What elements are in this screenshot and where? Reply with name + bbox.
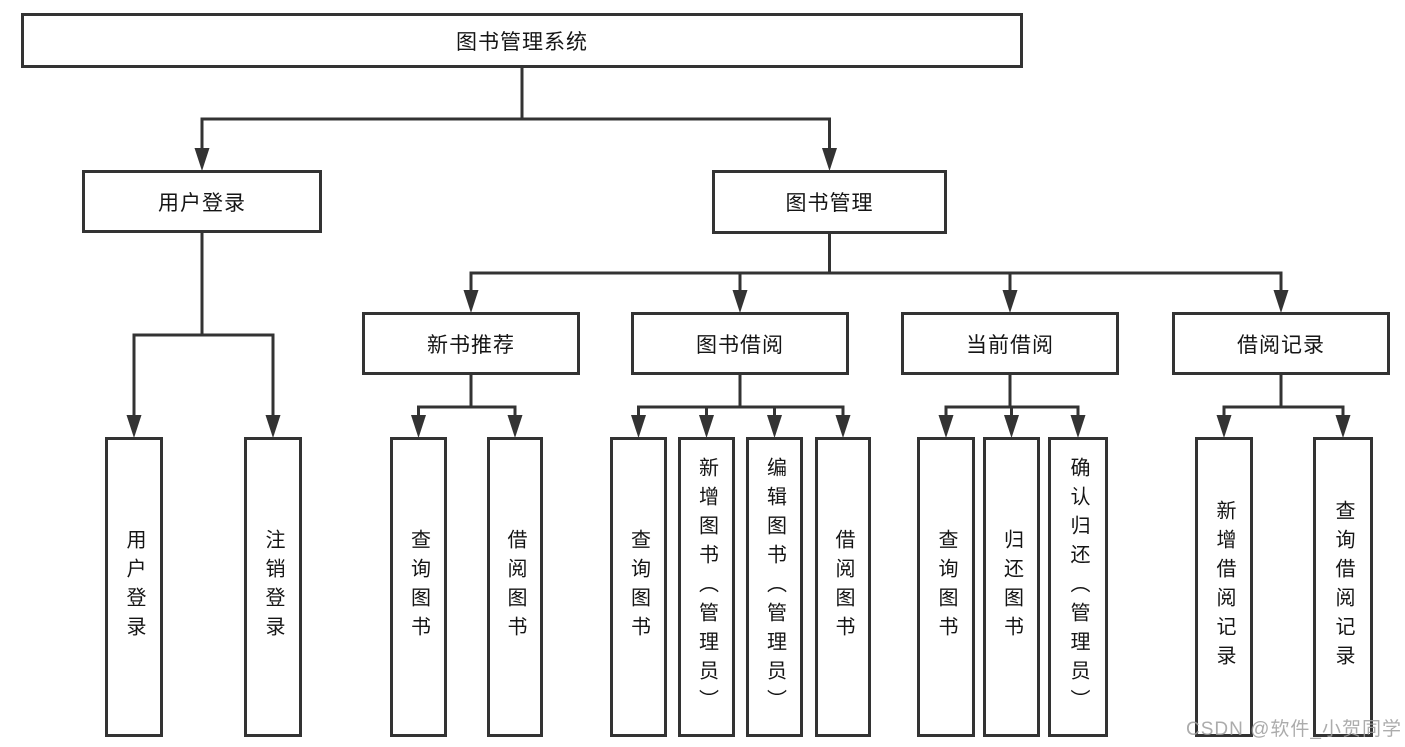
node-cb-confirm: 确认归还（管理员）	[1048, 437, 1108, 737]
node-leaf-logout: 注销登录	[244, 437, 302, 737]
node-label: 确认归还（管理员）	[1067, 456, 1089, 718]
arrowhead-icon	[938, 415, 954, 438]
node-nbr-query: 查询图书	[390, 437, 447, 737]
node-label: 借阅记录	[1237, 333, 1325, 357]
watermark: CSDN @软件_小贺同学	[1186, 719, 1402, 740]
node-root: 图书管理系统	[21, 13, 1023, 68]
node-label: 查询图书	[627, 529, 650, 645]
arrowhead-icon	[822, 148, 837, 171]
arrowhead-icon	[194, 148, 210, 171]
node-nbr-borrow: 借阅图书	[487, 437, 543, 737]
node-label: 新书推荐	[427, 333, 515, 357]
node-label: 图书管理系统	[456, 30, 588, 54]
arrowhead-icon	[1273, 290, 1289, 313]
arrowhead-icon	[507, 415, 523, 438]
node-leaf-user-login: 用户登录	[105, 437, 163, 737]
arrowhead-icon	[1070, 415, 1086, 438]
arrowhead-icon	[1004, 415, 1019, 438]
node-current-borrow: 当前借阅	[901, 312, 1119, 375]
node-label: 查询借阅记录	[1332, 500, 1354, 674]
node-label: 归还图书	[1000, 529, 1023, 645]
node-cb-query: 查询图书	[917, 437, 975, 737]
node-bb-borrow: 借阅图书	[815, 437, 871, 737]
node-label: 借阅图书	[504, 529, 526, 645]
node-new-book-rec: 新书推荐	[362, 312, 580, 375]
node-bb-add: 新增图书（管理员）	[678, 437, 735, 737]
arrowhead-icon	[126, 415, 142, 438]
node-bb-edit: 编辑图书（管理员）	[746, 437, 803, 737]
arrowhead-icon	[411, 415, 426, 438]
arrowhead-icon	[732, 290, 748, 313]
node-label: 当前借阅	[966, 333, 1054, 357]
node-label: 借阅图书	[832, 529, 854, 645]
arrowhead-icon	[1002, 290, 1018, 313]
node-br-query: 查询借阅记录	[1313, 437, 1373, 737]
arrowhead-icon	[699, 415, 714, 438]
node-cb-return: 归还图书	[983, 437, 1040, 737]
node-label: 查询图书	[407, 529, 430, 645]
node-label: 用户登录	[123, 529, 145, 645]
node-label: 注销登录	[262, 529, 284, 645]
node-book-borrow: 图书借阅	[631, 312, 849, 375]
arrowhead-icon	[1335, 415, 1351, 438]
arrowhead-icon	[265, 415, 281, 438]
arrowhead-icon	[631, 415, 646, 438]
node-label: 新增借阅记录	[1213, 500, 1235, 674]
node-book-mgmt: 图书管理	[712, 170, 947, 234]
node-label: 新增图书（管理员）	[695, 456, 718, 718]
arrowhead-icon	[835, 415, 851, 438]
node-bb-query: 查询图书	[610, 437, 667, 737]
node-br-add: 新增借阅记录	[1195, 437, 1253, 737]
arrowhead-icon	[1216, 415, 1232, 438]
node-label: 图书借阅	[696, 333, 784, 357]
arrowhead-icon	[463, 290, 479, 313]
arrowhead-icon	[767, 415, 782, 438]
node-label: 查询图书	[935, 529, 957, 645]
node-label: 用户登录	[158, 191, 246, 215]
node-label: 图书管理	[785, 192, 874, 215]
node-label: 编辑图书（管理员）	[763, 456, 786, 718]
node-borrow-records: 借阅记录	[1172, 312, 1390, 375]
node-user-login: 用户登录	[82, 170, 322, 233]
